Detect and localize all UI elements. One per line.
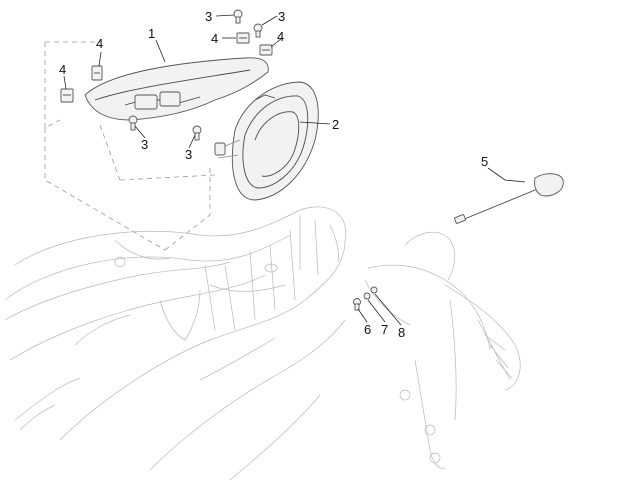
callout-1: 1	[148, 26, 155, 41]
callout-6: 6	[364, 322, 371, 337]
clip-4-top-right	[259, 44, 273, 56]
leader-lines	[63, 14, 526, 326]
callout-4-top: 4	[211, 31, 218, 46]
screw-3-top-right	[253, 23, 263, 38]
callout-8: 8	[398, 325, 405, 340]
clip-4-top	[236, 32, 250, 44]
rear-body-frame	[4, 206, 347, 481]
callout-labels: 1 2 3 3 3 3 4 4 4 4 5 6 7 8	[59, 9, 488, 340]
callout-3-center: 3	[185, 147, 192, 162]
screw-3-top	[233, 9, 243, 24]
callout-4-left-lower: 4	[59, 62, 66, 77]
callout-4-left-upper: 4	[96, 36, 103, 51]
part-1-taillight-cover	[84, 57, 269, 121]
callout-2: 2	[332, 117, 339, 132]
washer-7	[363, 292, 371, 300]
callout-5: 5	[481, 154, 488, 169]
assembly-reference-dashed-box	[44, 41, 216, 251]
rear-mudguard	[364, 232, 521, 469]
nut-8	[370, 286, 378, 294]
callout-3-left: 3	[141, 137, 148, 152]
callout-7: 7	[381, 322, 388, 337]
callout-3-top: 3	[205, 9, 212, 24]
part-5-license-plate-light	[454, 173, 564, 224]
part-2-taillight-unit	[214, 81, 319, 201]
clip-4-left-lower	[60, 88, 74, 103]
clip-4-left-upper	[91, 65, 103, 81]
screw-3-left	[128, 115, 138, 131]
screw-6	[353, 298, 361, 311]
callout-4-top-right: 4	[277, 29, 284, 44]
callout-3-top-right: 3	[278, 9, 285, 24]
screw-3-center	[192, 125, 202, 141]
